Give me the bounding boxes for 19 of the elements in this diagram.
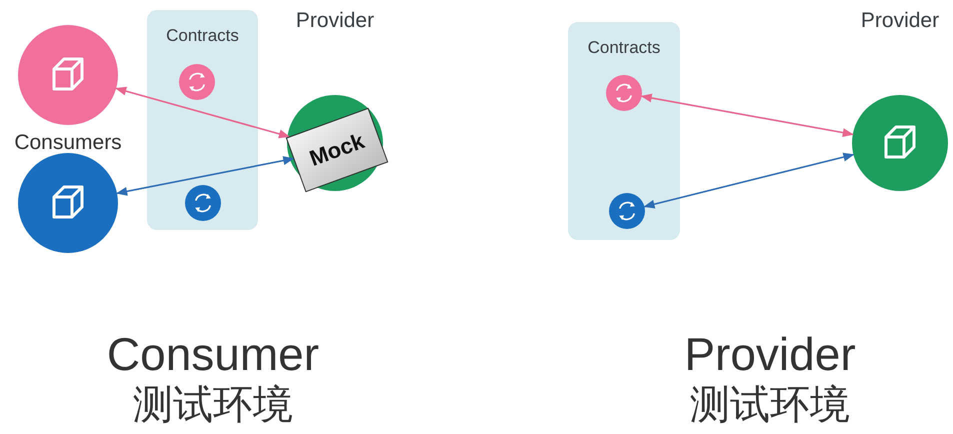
caption-text: Consumer	[106, 327, 320, 382]
arrow	[115, 86, 290, 138]
arrow	[116, 156, 294, 196]
contract-circle	[179, 64, 215, 100]
panel-title: Contracts	[165, 26, 240, 46]
contract-circle	[185, 185, 221, 221]
group-label: Consumers	[13, 130, 123, 156]
provider-title: Provider	[294, 9, 376, 33]
contracts-panel	[568, 22, 680, 240]
caption-text: 测试环境	[132, 382, 294, 429]
contract-circle	[606, 75, 642, 111]
caption-text: 测试环境	[689, 382, 851, 429]
contract-circle	[609, 193, 645, 229]
caption-text: Provider	[683, 327, 857, 382]
arrow	[640, 94, 854, 138]
contracts-panel	[147, 10, 258, 230]
provider-title: Provider	[860, 9, 940, 33]
arrow	[643, 152, 854, 208]
panel-title: Contracts	[586, 38, 662, 58]
